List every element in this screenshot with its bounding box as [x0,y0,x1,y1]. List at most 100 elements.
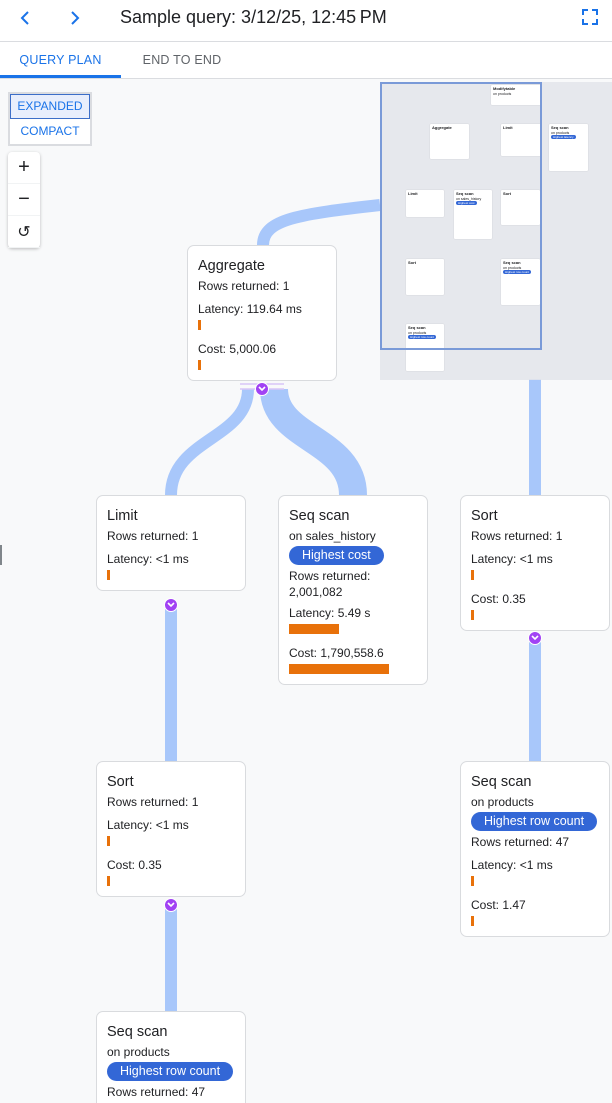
minimap-node-table: on products [503,265,522,270]
minimap-node-table: on sales_history [456,196,482,201]
expand-connector-button[interactable] [528,631,542,645]
status-badge: Highest row count [107,1062,234,1081]
minimap-node-table: on products [493,91,512,96]
latency-bar [471,876,474,886]
cost-stat: Cost: 1.47 [471,896,599,926]
rows-returned-value: 2,001,082 [289,585,343,599]
minimap-node: Sort [501,190,540,225]
edge-aggregate-seqscan [260,387,367,497]
expand-connector-button[interactable] [164,598,178,612]
minimap-node: Aggregate [430,124,469,159]
page-title: Sample query: 3/12/25, 12:45 PM [120,7,387,27]
minimap-node-table: on products [408,330,427,335]
back-button[interactable] [10,5,40,31]
minimap-node-table: on products [551,130,570,135]
tab-end-to-end[interactable]: END TO END [142,53,222,67]
cost-stat: Cost: 0.35 [471,590,599,620]
cost-bar [198,360,201,370]
edge-parent-aggregate [257,199,381,246]
latency-label: Latency: <1 ms [471,858,553,872]
tab-bar: QUERY PLAN END TO END [0,42,612,79]
latency-label: Latency: 119.64 ms [198,302,302,316]
node-title: Sort [471,508,498,524]
cost-stat: Cost: 5,000.06 [198,340,326,370]
chevron-down-icon [167,602,175,608]
latency-stat: Latency: <1 ms [107,816,235,846]
cost-bar [107,876,110,886]
latency-stat: Latency: <1 ms [471,856,599,886]
minimap-node-title: Seq scan [551,125,569,130]
minimap-node-title: Sort [408,260,416,265]
scroll-handle[interactable] [0,545,2,565]
minimap-node-title: Seq scan [503,260,521,265]
latency-label: Latency: <1 ms [107,818,189,832]
latency-stat: Latency: <1 ms [107,550,235,580]
rows-returned: Rows returned: 47 [107,1085,206,1099]
minimap-node: Limit [501,124,541,156]
status-badge: Highest row count [471,812,598,831]
rows-returned: Rows returned: 1 [107,795,199,809]
fullscreen-icon [582,9,598,25]
cost-label: Cost: 5,000.06 [198,342,277,356]
reset-zoom-button[interactable]: ↺ [8,216,40,248]
expand-connector-button[interactable] [164,898,178,912]
minimap-viewport[interactable] [380,82,542,350]
minimap-node-badge: Highest row count [503,270,532,274]
minimap-node-title: Limit [408,191,418,196]
latency-bar [107,836,110,846]
cost-bar [471,610,474,620]
forward-button[interactable] [60,5,90,31]
minimap-node-title: Seq scan [408,325,426,330]
node-table: on sales_history [289,529,376,543]
cost-stat: Cost: 0.35 [107,856,235,886]
cost-label: Cost: 0.35 [471,592,526,606]
node-title: Seq scan [471,774,532,790]
edge-aggregate-limit [165,388,254,496]
minimap-node-title: Sort [503,191,511,196]
cost-bar [289,664,389,674]
rows-returned: Rows returned: 1 [107,529,199,543]
expanded-option[interactable]: EXPANDED [10,94,90,119]
rows-returned: Rows returned: 47 [471,835,570,849]
minimap-node-title: Limit [503,125,513,130]
expand-connector-button[interactable] [255,382,269,396]
zoom-in-button[interactable]: + [8,152,40,184]
minimap-node-badge: Highest row count [408,335,437,339]
minimap-node: Limit [406,190,444,217]
minimap-node-title: Modifytable [493,86,516,91]
minimap-node-badge: Highest cost [456,201,477,205]
badge-wrap: Highest cost [289,546,417,566]
chevron-down-icon [531,635,539,641]
latency-bar [198,320,201,330]
rows-returned: Rows returned: 1 [198,279,290,293]
compact-option[interactable]: COMPACT [20,124,80,138]
cost-label: Cost: 1,790,558.6 [289,646,384,660]
minimap-node-title: Aggregate [432,125,452,130]
header: Sample query: 3/12/25, 12:45 PM [0,0,612,42]
badge-wrap: Highest row count [107,1062,235,1082]
node-title: Sort [107,774,134,790]
latency-label: Latency: <1 ms [107,552,189,566]
minimap-node: Sort [406,259,444,295]
fullscreen-button[interactable] [580,7,600,27]
node-table: on products [471,795,534,809]
latency-bar [107,570,110,580]
zoom-controls: + − ↺ [8,152,40,248]
node-title: Seq scan [107,1024,168,1040]
zoom-out-button[interactable]: − [8,184,40,216]
latency-label: Latency: 5.49 s [289,606,371,620]
tab-query-plan[interactable]: QUERY PLAN [0,42,121,78]
